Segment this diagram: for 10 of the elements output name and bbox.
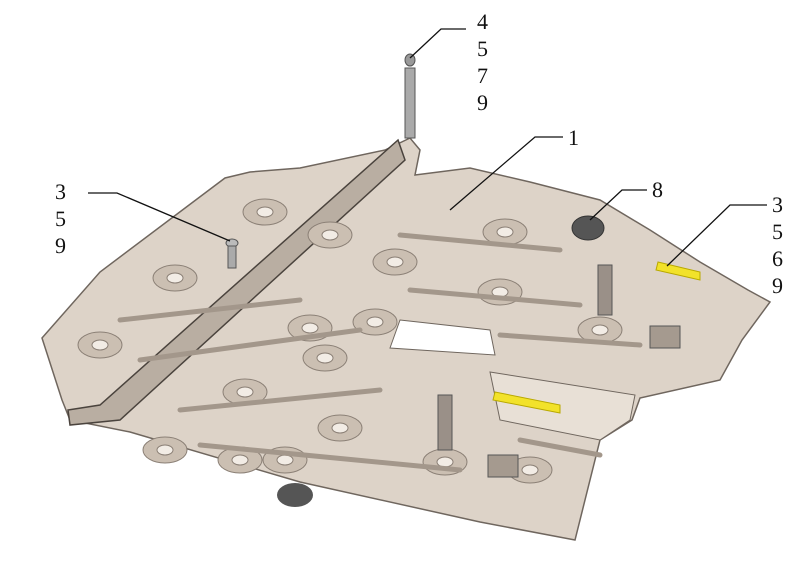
callout-number: 4 5 7 9 [477,8,491,116]
leader-line [450,136,563,210]
callout-number: 8 [652,176,666,203]
leader-line [590,189,647,220]
leader-line [410,28,466,58]
callout-number: 3 5 6 9 [772,191,786,299]
callout-number: 3 5 9 [55,178,69,259]
leader-line [666,204,767,266]
callout-number: 1 [568,124,582,151]
leader-line [88,192,230,242]
